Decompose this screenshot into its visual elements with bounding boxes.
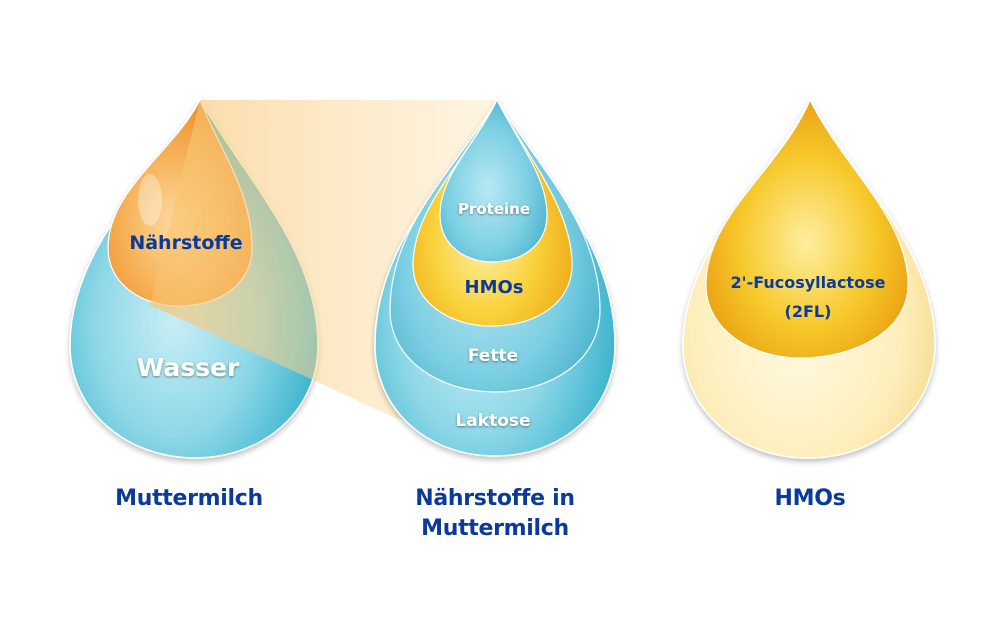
label-naehrstoffe: Nährstoffe — [129, 232, 242, 254]
caption-hmos: HMOs — [774, 486, 846, 511]
label-hmos-layer: HMOs — [465, 277, 524, 298]
caption-muttermilch-2: Muttermilch — [421, 516, 569, 541]
label-wasser: Wasser — [137, 353, 240, 382]
fucosyllactose-drop-shape — [705, 98, 909, 359]
nutrient-highlight — [138, 174, 162, 226]
caption-naehrstoffe-in: Nährstoffe in — [415, 486, 575, 511]
label-proteine: Proteine — [458, 200, 530, 218]
drop-naehrstoffe — [374, 98, 616, 457]
label-2fl: (2FL) — [785, 302, 832, 321]
label-fette: Fette — [468, 346, 518, 366]
label-fucosyllactose: 2'-Fucosyllactose — [731, 273, 886, 292]
caption-muttermilch: Muttermilch — [115, 486, 263, 511]
proteine-layer-shape — [439, 98, 548, 263]
drop-hmos — [682, 98, 936, 459]
label-laktose: Laktose — [455, 411, 530, 431]
